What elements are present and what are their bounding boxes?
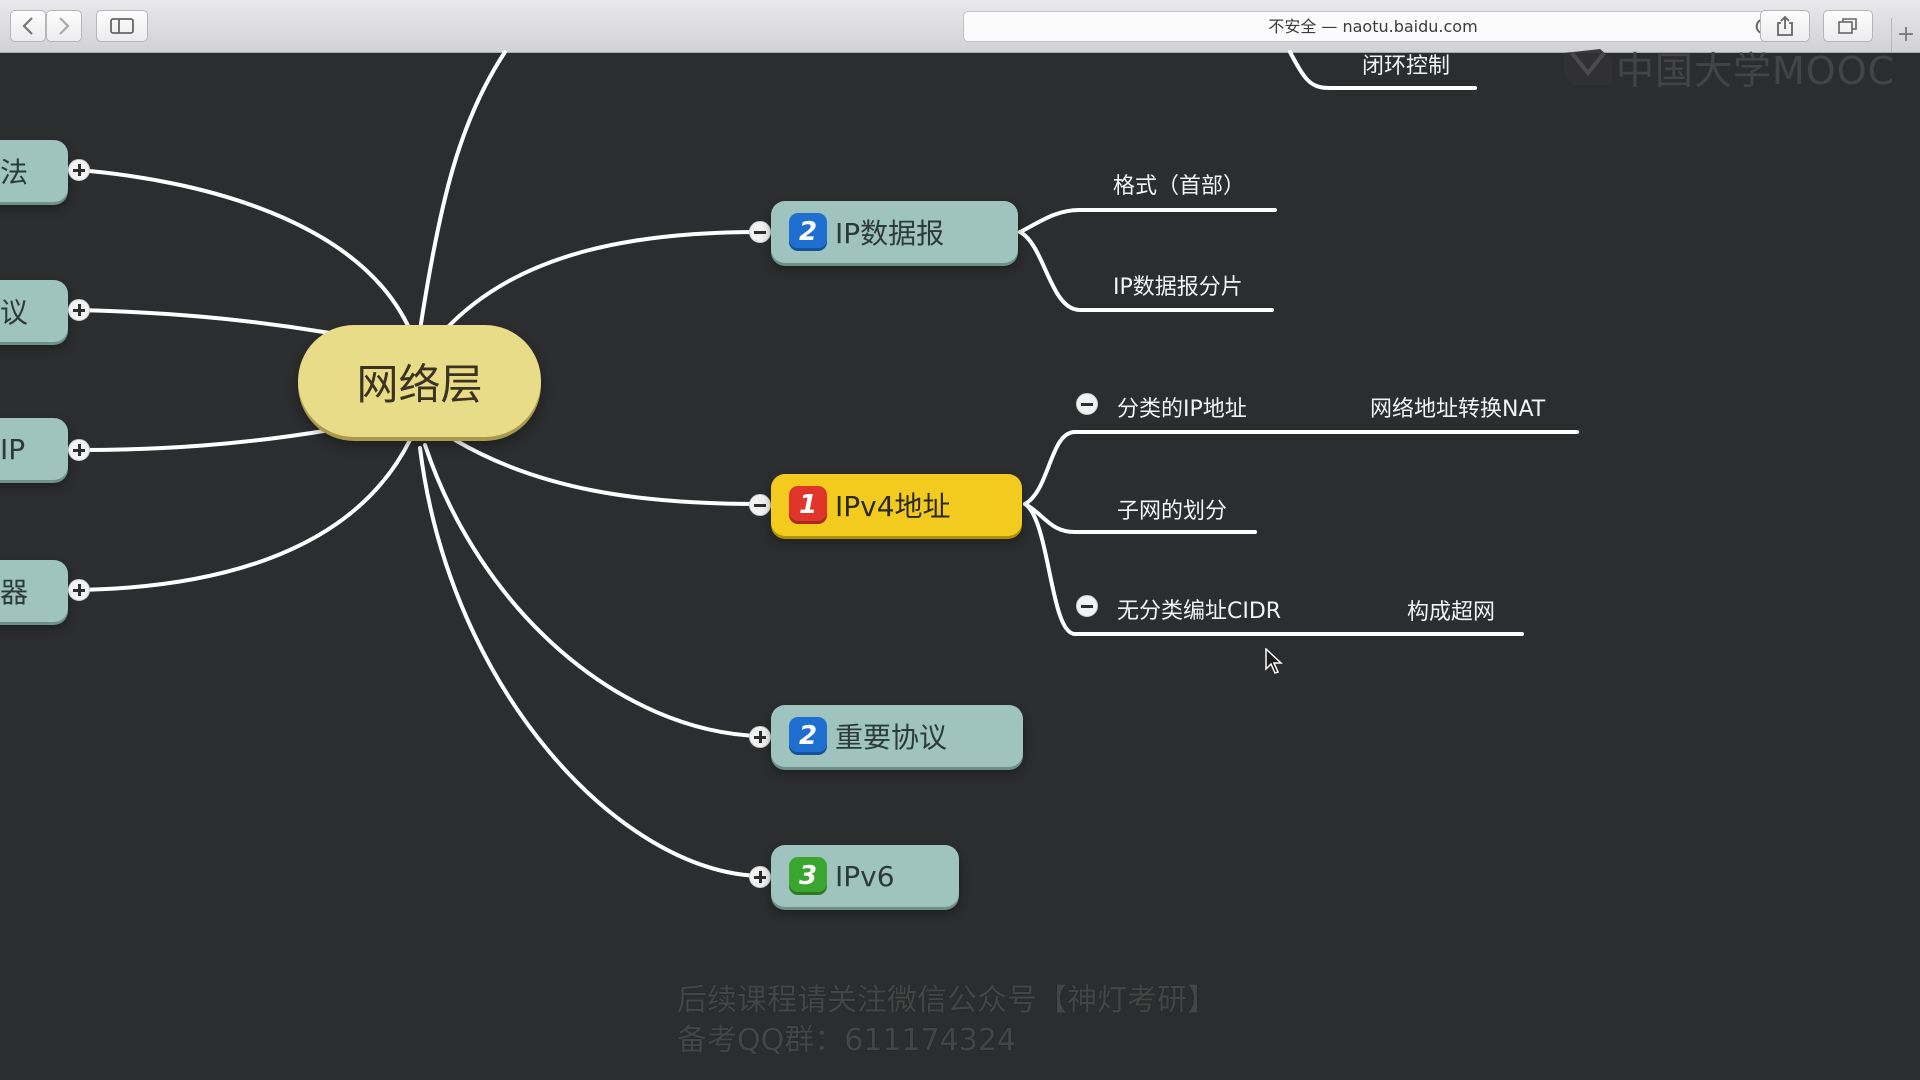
url-text: 不安全 — naotu.baidu.com — [1268, 17, 1478, 36]
collapse-icon[interactable] — [749, 221, 771, 243]
collapse-icon[interactable] — [1076, 393, 1098, 415]
leaf-nat[interactable]: 网络地址转换NAT — [1370, 397, 1546, 422]
priority-badge: 3 — [789, 857, 827, 895]
share-icon — [1777, 15, 1793, 36]
leaf-closed-loop-control[interactable]: 闭环控制 — [1362, 54, 1451, 79]
mooc-logo-text: 中国大学MOOC — [1616, 48, 1896, 93]
notice-line-1: 后续课程请关注微信公众号【神灯考研】 — [677, 983, 1217, 1018]
chevron-right-icon — [59, 17, 70, 35]
mooc-logo: 中国大学MOOC — [1560, 45, 1895, 93]
priority-badge: 1 — [789, 486, 827, 524]
expand-icon[interactable] — [749, 726, 771, 748]
chevron-left-icon — [22, 17, 33, 35]
node-ipv6[interactable]: 3 IPv6 — [771, 845, 959, 907]
node-label: IP数据报 — [835, 217, 945, 250]
browser-toolbar: 不安全 — naotu.baidu.com + — [0, 0, 1920, 53]
leaf-datagram-fragmentation[interactable]: IP数据报分片 — [1113, 275, 1243, 300]
collapse-icon[interactable] — [1076, 595, 1098, 617]
leaf-supernet[interactable]: 构成超网 — [1407, 600, 1496, 625]
node-ipv4-address[interactable]: 1 IPv4地址 — [771, 474, 1022, 536]
node-important-protocols[interactable]: 2 重要协议 — [771, 705, 1023, 767]
tabs-overview-button[interactable] — [1823, 10, 1873, 42]
left-node-4[interactable]: 器 — [0, 560, 68, 622]
left-node-3[interactable]: IP — [0, 418, 68, 480]
notice-line-2: 备考QQ群：611174324 — [677, 1023, 1017, 1058]
left-node-label: 器 — [0, 576, 29, 609]
new-tab-button[interactable]: + — [1891, 18, 1920, 52]
mooc-logo-icon — [1564, 49, 1612, 85]
expand-icon[interactable] — [68, 439, 90, 461]
left-node-label: IP — [0, 432, 26, 466]
root-node[interactable]: 网络层 — [298, 325, 541, 437]
left-node-label: 议 — [0, 296, 29, 329]
node-label: IPv6 — [835, 859, 895, 893]
back-button[interactable] — [10, 10, 46, 42]
collapse-icon[interactable] — [749, 494, 771, 516]
left-node-label: 法 — [0, 156, 29, 189]
node-ip-datagram[interactable]: 2 IP数据报 — [771, 201, 1018, 263]
expand-icon[interactable] — [749, 866, 771, 888]
node-label: IPv4地址 — [835, 490, 951, 523]
tabs-icon — [1838, 18, 1857, 34]
leaf-datagram-format[interactable]: 格式（首部） — [1113, 174, 1246, 199]
priority-badge: 2 — [789, 717, 827, 755]
node-label: 重要协议 — [835, 721, 948, 754]
root-label: 网络层 — [356, 359, 483, 409]
leaf-classful-ip[interactable]: 分类的IP地址 — [1117, 397, 1247, 422]
forward-button[interactable] — [46, 10, 82, 42]
sidebar-icon — [110, 18, 134, 34]
leaf-cidr[interactable]: 无分类编址CIDR — [1117, 599, 1282, 624]
mouse-cursor-icon — [1265, 648, 1283, 674]
share-button[interactable] — [1760, 10, 1810, 42]
priority-badge: 2 — [789, 213, 827, 251]
sidebar-button[interactable] — [96, 10, 148, 42]
leaf-subnetting[interactable]: 子网的划分 — [1117, 499, 1228, 524]
left-node-1[interactable]: 法 — [0, 140, 68, 202]
expand-icon[interactable] — [68, 299, 90, 321]
left-node-2[interactable]: 议 — [0, 280, 68, 342]
expand-icon[interactable] — [68, 159, 90, 181]
address-bar[interactable]: 不安全 — naotu.baidu.com — [963, 11, 1783, 42]
expand-icon[interactable] — [68, 579, 90, 601]
